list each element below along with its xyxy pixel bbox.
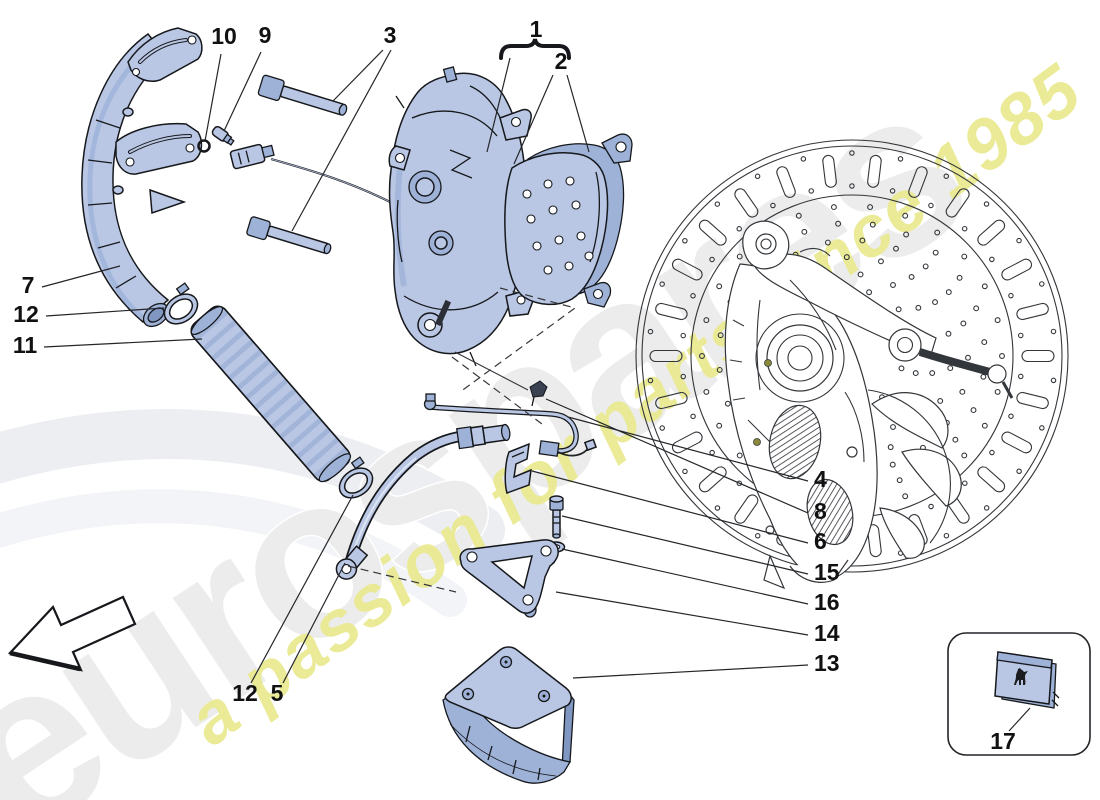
wheel-upright — [724, 220, 1014, 590]
pipe-clip — [529, 380, 548, 407]
corrugated-hose — [190, 305, 352, 483]
callout-4[interactable]: 4 — [814, 466, 827, 492]
brake-pads — [504, 133, 633, 308]
leader-line — [567, 416, 809, 482]
callout-11[interactable]: 11 — [13, 332, 38, 358]
leader-line — [572, 664, 809, 679]
leader-line — [250, 494, 354, 684]
callout-10[interactable]: 10 — [211, 23, 237, 49]
hose-clamp-lower — [338, 456, 374, 499]
leader-line — [1008, 707, 1031, 732]
callout-9[interactable]: 9 — [259, 22, 272, 48]
hose-clamp-upper — [163, 282, 199, 325]
callout-15[interactable]: 15 — [814, 559, 840, 585]
ferrari-prancing-horse-icon — [1014, 668, 1028, 685]
callout-bracket-1 — [499, 38, 571, 60]
callout-16[interactable]: 16 — [814, 589, 840, 615]
support-bracket — [459, 539, 559, 618]
leader-line — [291, 49, 392, 232]
hose-fitting-lower — [335, 545, 369, 580]
callout-13[interactable]: 13 — [814, 650, 840, 676]
pad-holes — [522, 176, 594, 275]
retaining-bracket — [504, 442, 532, 494]
callout-7[interactable]: 7 — [22, 272, 35, 298]
leader-line — [531, 470, 809, 544]
caliper-bolt-upper — [257, 74, 348, 116]
leader-line — [41, 265, 121, 288]
sensor-connector — [229, 143, 275, 170]
leader-line — [486, 57, 511, 153]
leader-line — [566, 74, 590, 153]
caliper-bolt-lower — [246, 216, 332, 255]
callout-6[interactable]: 6 — [814, 528, 827, 554]
leader-line — [545, 398, 809, 514]
callout-14[interactable]: 14 — [814, 620, 840, 646]
watermark-swoosh-2 — [0, 489, 467, 617]
leader-line — [282, 562, 346, 684]
callout-5[interactable]: 5 — [271, 680, 284, 706]
leader-line — [332, 49, 384, 102]
callout-3[interactable]: 3 — [384, 22, 397, 48]
sticker-booklet — [994, 651, 1060, 709]
air-duct — [81, 27, 203, 328]
callout-12[interactable]: 12 — [232, 680, 258, 706]
leader-line — [43, 338, 203, 348]
callout-12[interactable]: 12 — [13, 301, 39, 327]
leader-line — [561, 548, 809, 605]
leader-line — [223, 51, 262, 132]
inset-box — [947, 632, 1091, 756]
brake-pipe — [423, 393, 598, 457]
brake-dust-shield — [867, 389, 962, 559]
brake-hose — [335, 423, 511, 580]
travel-direction-arrow-icon — [7, 595, 137, 672]
leader-line — [555, 591, 809, 636]
small-bolt — [549, 495, 564, 539]
bleed-screw — [211, 125, 235, 146]
heat-shield — [442, 646, 575, 784]
brake-caliper — [388, 66, 536, 367]
assembly-dash-lines — [347, 287, 577, 593]
leader-line — [561, 515, 809, 575]
callout-8[interactable]: 8 — [814, 498, 827, 524]
seal-washer — [197, 139, 211, 153]
leader-line — [45, 307, 165, 317]
watermark-swoosh — [0, 409, 505, 555]
leader-line — [513, 74, 554, 165]
callout-1[interactable]: 1 — [530, 16, 543, 42]
callout-2[interactable]: 2 — [555, 48, 568, 74]
hose-fitting-upper — [455, 423, 511, 450]
callout-17[interactable]: 17 — [990, 728, 1016, 754]
leader-line — [204, 53, 222, 142]
